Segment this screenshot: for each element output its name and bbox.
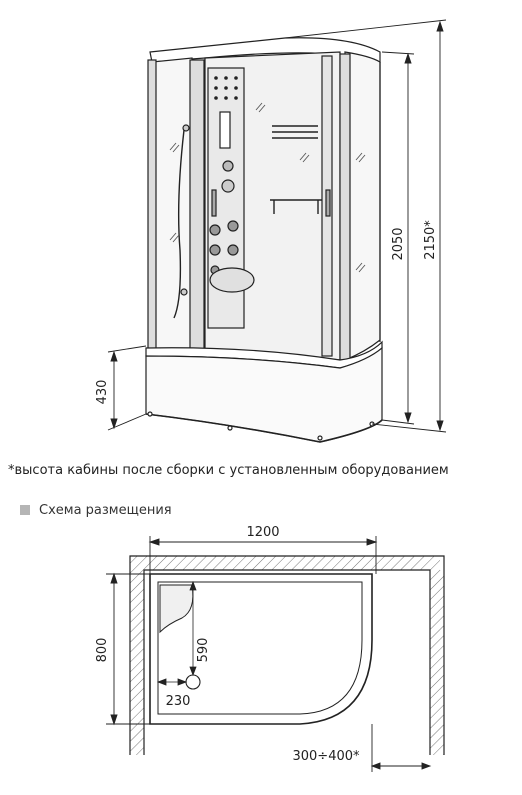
dim-wall-gap: 300÷400*: [292, 749, 360, 764]
section-title: Схема размещения: [39, 502, 172, 518]
valve-knob-upper: [222, 160, 234, 172]
dim-plan-width: 1200: [246, 525, 279, 540]
shower-cabin-drawing: [145, 37, 383, 443]
dim-plan-depth: 800: [95, 638, 110, 663]
section-bullet-icon: [20, 505, 30, 515]
dim-total-height: 2150*: [423, 220, 438, 260]
plan-tray-outer: [149, 573, 373, 725]
floor-plan: [106, 536, 445, 772]
valve-knob: [221, 179, 235, 193]
footnote: *высота кабины после сборки с установлен…: [8, 463, 449, 478]
panel-display: [219, 111, 231, 149]
seat: [209, 267, 255, 293]
cabin-post-a: [189, 59, 205, 361]
dim-cabin-height: 2050: [391, 227, 406, 260]
massage-jets: [209, 220, 239, 275]
cabin-left-glass: [151, 57, 193, 359]
cabin-post-left: [147, 59, 157, 357]
shelf-rack: [270, 125, 322, 214]
door-handle-right: [325, 189, 331, 217]
tray-bottom-edge: [145, 413, 383, 443]
tray-screws: [147, 411, 375, 441]
shower-hose: [173, 129, 185, 319]
dim-drain-x: 230: [166, 694, 191, 709]
wall-right: [430, 570, 444, 755]
hose-outlet: [180, 288, 188, 296]
plan-tray-inner: [157, 581, 363, 715]
nozzle-dots: [214, 76, 238, 100]
wall-left: [130, 570, 144, 755]
plan-drain: [185, 674, 201, 690]
hand-shower-holder: [182, 124, 190, 132]
layout-section-header: Схема размещения: [20, 500, 172, 520]
door-handle-left: [211, 189, 217, 217]
dim-drain-y: 590: [196, 638, 211, 663]
glass-reflections: [169, 102, 366, 273]
cabin-post-c: [339, 53, 351, 361]
cabin-dimensions: [107, 19, 447, 433]
wall-top: [130, 556, 440, 570]
dim-tray-height: 430: [95, 380, 110, 405]
